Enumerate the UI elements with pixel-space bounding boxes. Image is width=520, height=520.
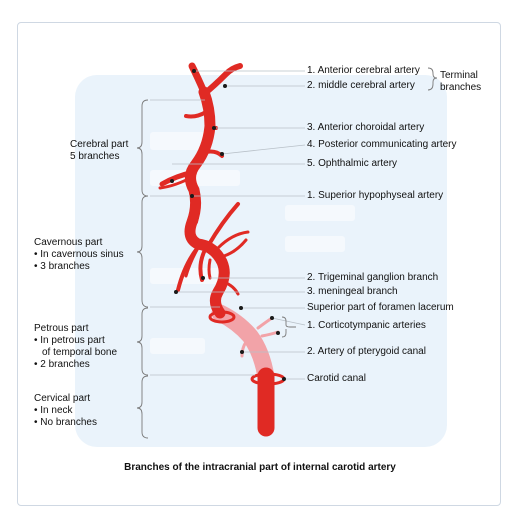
carotid-siphon — [184, 86, 230, 319]
segment-detail: • In cavernous sinus — [34, 249, 124, 260]
segment-detail: of temporal bone — [42, 347, 118, 358]
segment-title: Cerebral part — [70, 139, 129, 150]
segment-detail: • No branches — [34, 417, 97, 428]
placeholder-block — [150, 132, 210, 150]
cavernous-branch — [206, 202, 240, 248]
figure-caption: Branches of the intracranial part of int… — [124, 462, 396, 473]
label-anterior-cerebral: 1. Anterior cerebral artery — [307, 65, 420, 76]
placeholder-block — [285, 205, 355, 221]
segment-detail: 5 branches — [70, 151, 120, 162]
segment-detail: • In petrous part — [34, 335, 105, 346]
segment-cerebral: Cerebral part 5 branches — [70, 139, 128, 163]
label-trigeminal-ganglion: 2. Trigeminal ganglion branch — [307, 272, 439, 283]
minor-branch — [184, 110, 208, 119]
brace-terminal — [427, 67, 438, 91]
trigeminal-ganglion-branch — [198, 250, 206, 282]
segment-detail: • 3 branches — [34, 261, 90, 272]
placeholder-block — [285, 236, 345, 252]
placeholder-block — [150, 338, 205, 354]
brace-cavernous — [136, 195, 149, 308]
artery-of-pterygoid-canal — [240, 340, 248, 358]
terminal-branches-line: Terminal — [440, 70, 478, 81]
label-meningeal: 3. meningeal branch — [307, 286, 398, 297]
segment-petrous: Petrous part • In petrous part of tempor… — [34, 323, 117, 371]
segment-detail: • 2 branches — [34, 359, 90, 370]
ophthalmic-artery-2 — [158, 174, 196, 190]
label-anterior-choroidal: 3. Anterior choroidal artery — [307, 122, 425, 133]
label-pterygoid-canal: 2. Artery of pterygoid canal — [307, 346, 426, 357]
terminal-branches-line: branches — [440, 82, 482, 93]
label-ophthalmic: 5. Ophthalmic artery — [307, 158, 398, 169]
label-carotid-canal: Carotid canal — [307, 373, 366, 384]
petrous-segment — [211, 304, 275, 386]
ophthalmic-artery — [159, 169, 197, 187]
cavernous-branch — [216, 230, 250, 250]
label-corticotympanic: 1. Corticotympanic arteries — [307, 320, 426, 331]
segment-cervical: Cervical part • In neck • No branches — [34, 393, 97, 429]
brace-cerebral — [136, 99, 149, 197]
label-middle-cerebral: 2. middle cerebral artery — [307, 80, 415, 91]
label-terminal-branches: Terminal branches — [440, 70, 481, 94]
middle-cerebral-artery — [201, 63, 243, 97]
cavernous-branch-right — [222, 280, 240, 296]
meningeal-branch-2 — [184, 246, 200, 278]
anterior-cerebral-artery — [188, 62, 208, 96]
foramen-lacerum-ring — [208, 310, 236, 324]
corticotympanic-arteries-2 — [260, 330, 280, 338]
segment-title: Petrous part — [34, 323, 89, 334]
brace-corticotympanic — [281, 316, 296, 338]
segment-title: Cervical part — [34, 393, 91, 404]
label-superior-hypophyseal: 1. Superior hypophyseal artery — [307, 190, 444, 201]
segment-detail: • In neck — [34, 405, 73, 416]
corticotympanic-arteries — [256, 316, 274, 330]
segment-title: Cavernous part — [34, 237, 103, 248]
cavernous-branch — [222, 238, 248, 258]
label-foramen-lacerum: Superior part of foramen lacerum — [307, 302, 454, 313]
brace-petrous — [136, 307, 149, 376]
segment-cavernous: Cavernous part • In cavernous sinus • 3 … — [34, 237, 124, 273]
trigeminal-ganglion-branch-2 — [207, 258, 212, 280]
label-posterior-communicating: 4. Posterior communicating artery — [307, 139, 457, 150]
brace-cervical — [136, 375, 149, 439]
